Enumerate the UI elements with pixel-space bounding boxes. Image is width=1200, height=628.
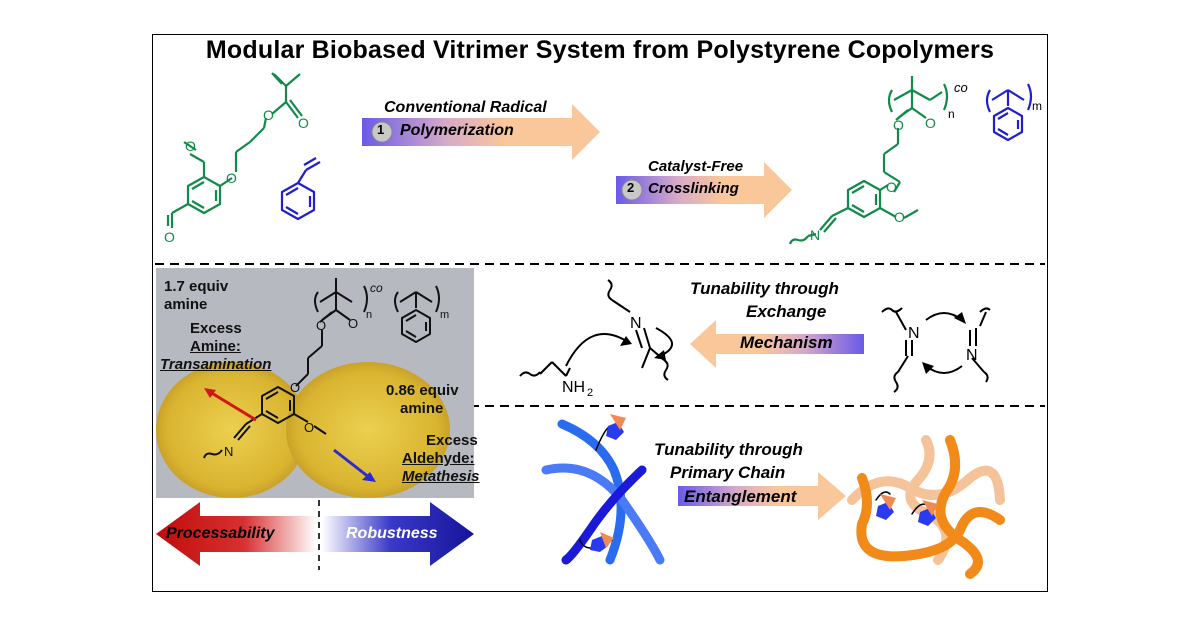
photo-m: m bbox=[440, 309, 449, 321]
transamination-scheme bbox=[519, 279, 673, 381]
photo-polymer-structure bbox=[203, 278, 440, 459]
step1-circle bbox=[371, 121, 393, 143]
entanglement-arrow bbox=[678, 472, 846, 520]
crosslinking-arrow bbox=[616, 162, 792, 218]
mechanism-n-a: N bbox=[630, 315, 642, 332]
metathesis-scheme bbox=[881, 307, 991, 393]
amine-low: amine bbox=[400, 400, 444, 417]
product-m: m bbox=[1032, 99, 1042, 113]
robustness-label: Robustness bbox=[346, 525, 438, 542]
dish-left bbox=[156, 362, 308, 498]
entangled-chains bbox=[847, 435, 1005, 579]
step2-label-line2: Crosslinking bbox=[648, 180, 739, 197]
exchange-arrow bbox=[690, 320, 864, 368]
exchange-line3: Mechanism bbox=[740, 333, 833, 352]
amine-word: Amine: bbox=[190, 338, 241, 355]
photo-n: n bbox=[366, 309, 372, 321]
product-methoxy-o: O bbox=[894, 209, 905, 225]
product-co: co bbox=[954, 80, 968, 95]
entanglement-line2: Primary Chain bbox=[670, 463, 786, 482]
equiv-low: 0.86 equiv bbox=[386, 382, 459, 399]
ether-o: O bbox=[226, 170, 237, 186]
dish-right bbox=[286, 362, 450, 498]
loose-chains bbox=[541, 419, 665, 565]
product-n: n bbox=[948, 107, 955, 121]
aldehyde-o: O bbox=[164, 229, 175, 245]
product-ester-o1: O bbox=[893, 117, 904, 133]
transamination-pointer bbox=[209, 390, 257, 422]
exchange-line1: Tunability through bbox=[690, 279, 839, 298]
styrene-monomer bbox=[280, 157, 321, 221]
equiv-high: 1.7 equiv bbox=[164, 278, 229, 295]
photo-o3: O bbox=[290, 380, 300, 395]
step1-label-line2: Polymerization bbox=[400, 122, 514, 139]
transamination-label: Transamination bbox=[160, 356, 272, 373]
photo-o2: O bbox=[348, 316, 358, 331]
entanglement-line3: Entanglement bbox=[684, 487, 797, 506]
photo-imine-n: N bbox=[224, 444, 233, 459]
excess-aldehyde: Excess bbox=[426, 432, 478, 449]
entangled-crosslinker-blocks bbox=[876, 494, 938, 526]
photo-o4: O bbox=[304, 420, 314, 435]
amine-label: NH bbox=[562, 379, 585, 396]
step2-circle bbox=[621, 179, 643, 201]
mechanism-n-c: N bbox=[966, 347, 978, 364]
photo-o1: O bbox=[316, 318, 326, 333]
step1-number: 1 bbox=[377, 122, 385, 137]
product-ether-o: O bbox=[886, 179, 897, 195]
metathesis-label: Metathesis bbox=[402, 468, 480, 485]
amine-sub: 2 bbox=[587, 387, 593, 399]
ester-o2: O bbox=[298, 115, 309, 131]
exchange-line2: Exchange bbox=[746, 302, 827, 321]
copolymer-product bbox=[788, 76, 1033, 245]
ester-o1: O bbox=[263, 107, 274, 123]
step2-label-line1: Catalyst-Free bbox=[648, 158, 744, 175]
figure-frame bbox=[152, 34, 1048, 592]
robustness-arrow bbox=[322, 502, 474, 566]
product-imine-n: N bbox=[810, 227, 820, 243]
figure-title: Modular Biobased Vitrimer System from Po… bbox=[205, 36, 995, 64]
metathesis-pointer bbox=[333, 448, 371, 480]
polymerization-arrow bbox=[362, 104, 600, 160]
processability-label: Processability bbox=[166, 525, 275, 542]
crosslinker-blocks bbox=[590, 414, 626, 552]
excess-amine: Excess bbox=[190, 320, 242, 337]
mechanism-n-b: N bbox=[908, 325, 920, 342]
methoxy-o: O bbox=[185, 138, 196, 154]
vanillin-methacrylate-monomer bbox=[166, 72, 303, 228]
aldehyde-word: Aldehyde: bbox=[402, 450, 475, 467]
step2-number: 2 bbox=[627, 180, 635, 195]
entanglement-line1: Tunability through bbox=[654, 440, 803, 459]
product-ester-o2: O bbox=[925, 115, 936, 131]
step1-label-line1: Conventional Radical bbox=[384, 99, 547, 116]
photo-co: co bbox=[370, 281, 383, 295]
processability-arrow bbox=[156, 502, 316, 566]
amine-high: amine bbox=[164, 296, 208, 313]
